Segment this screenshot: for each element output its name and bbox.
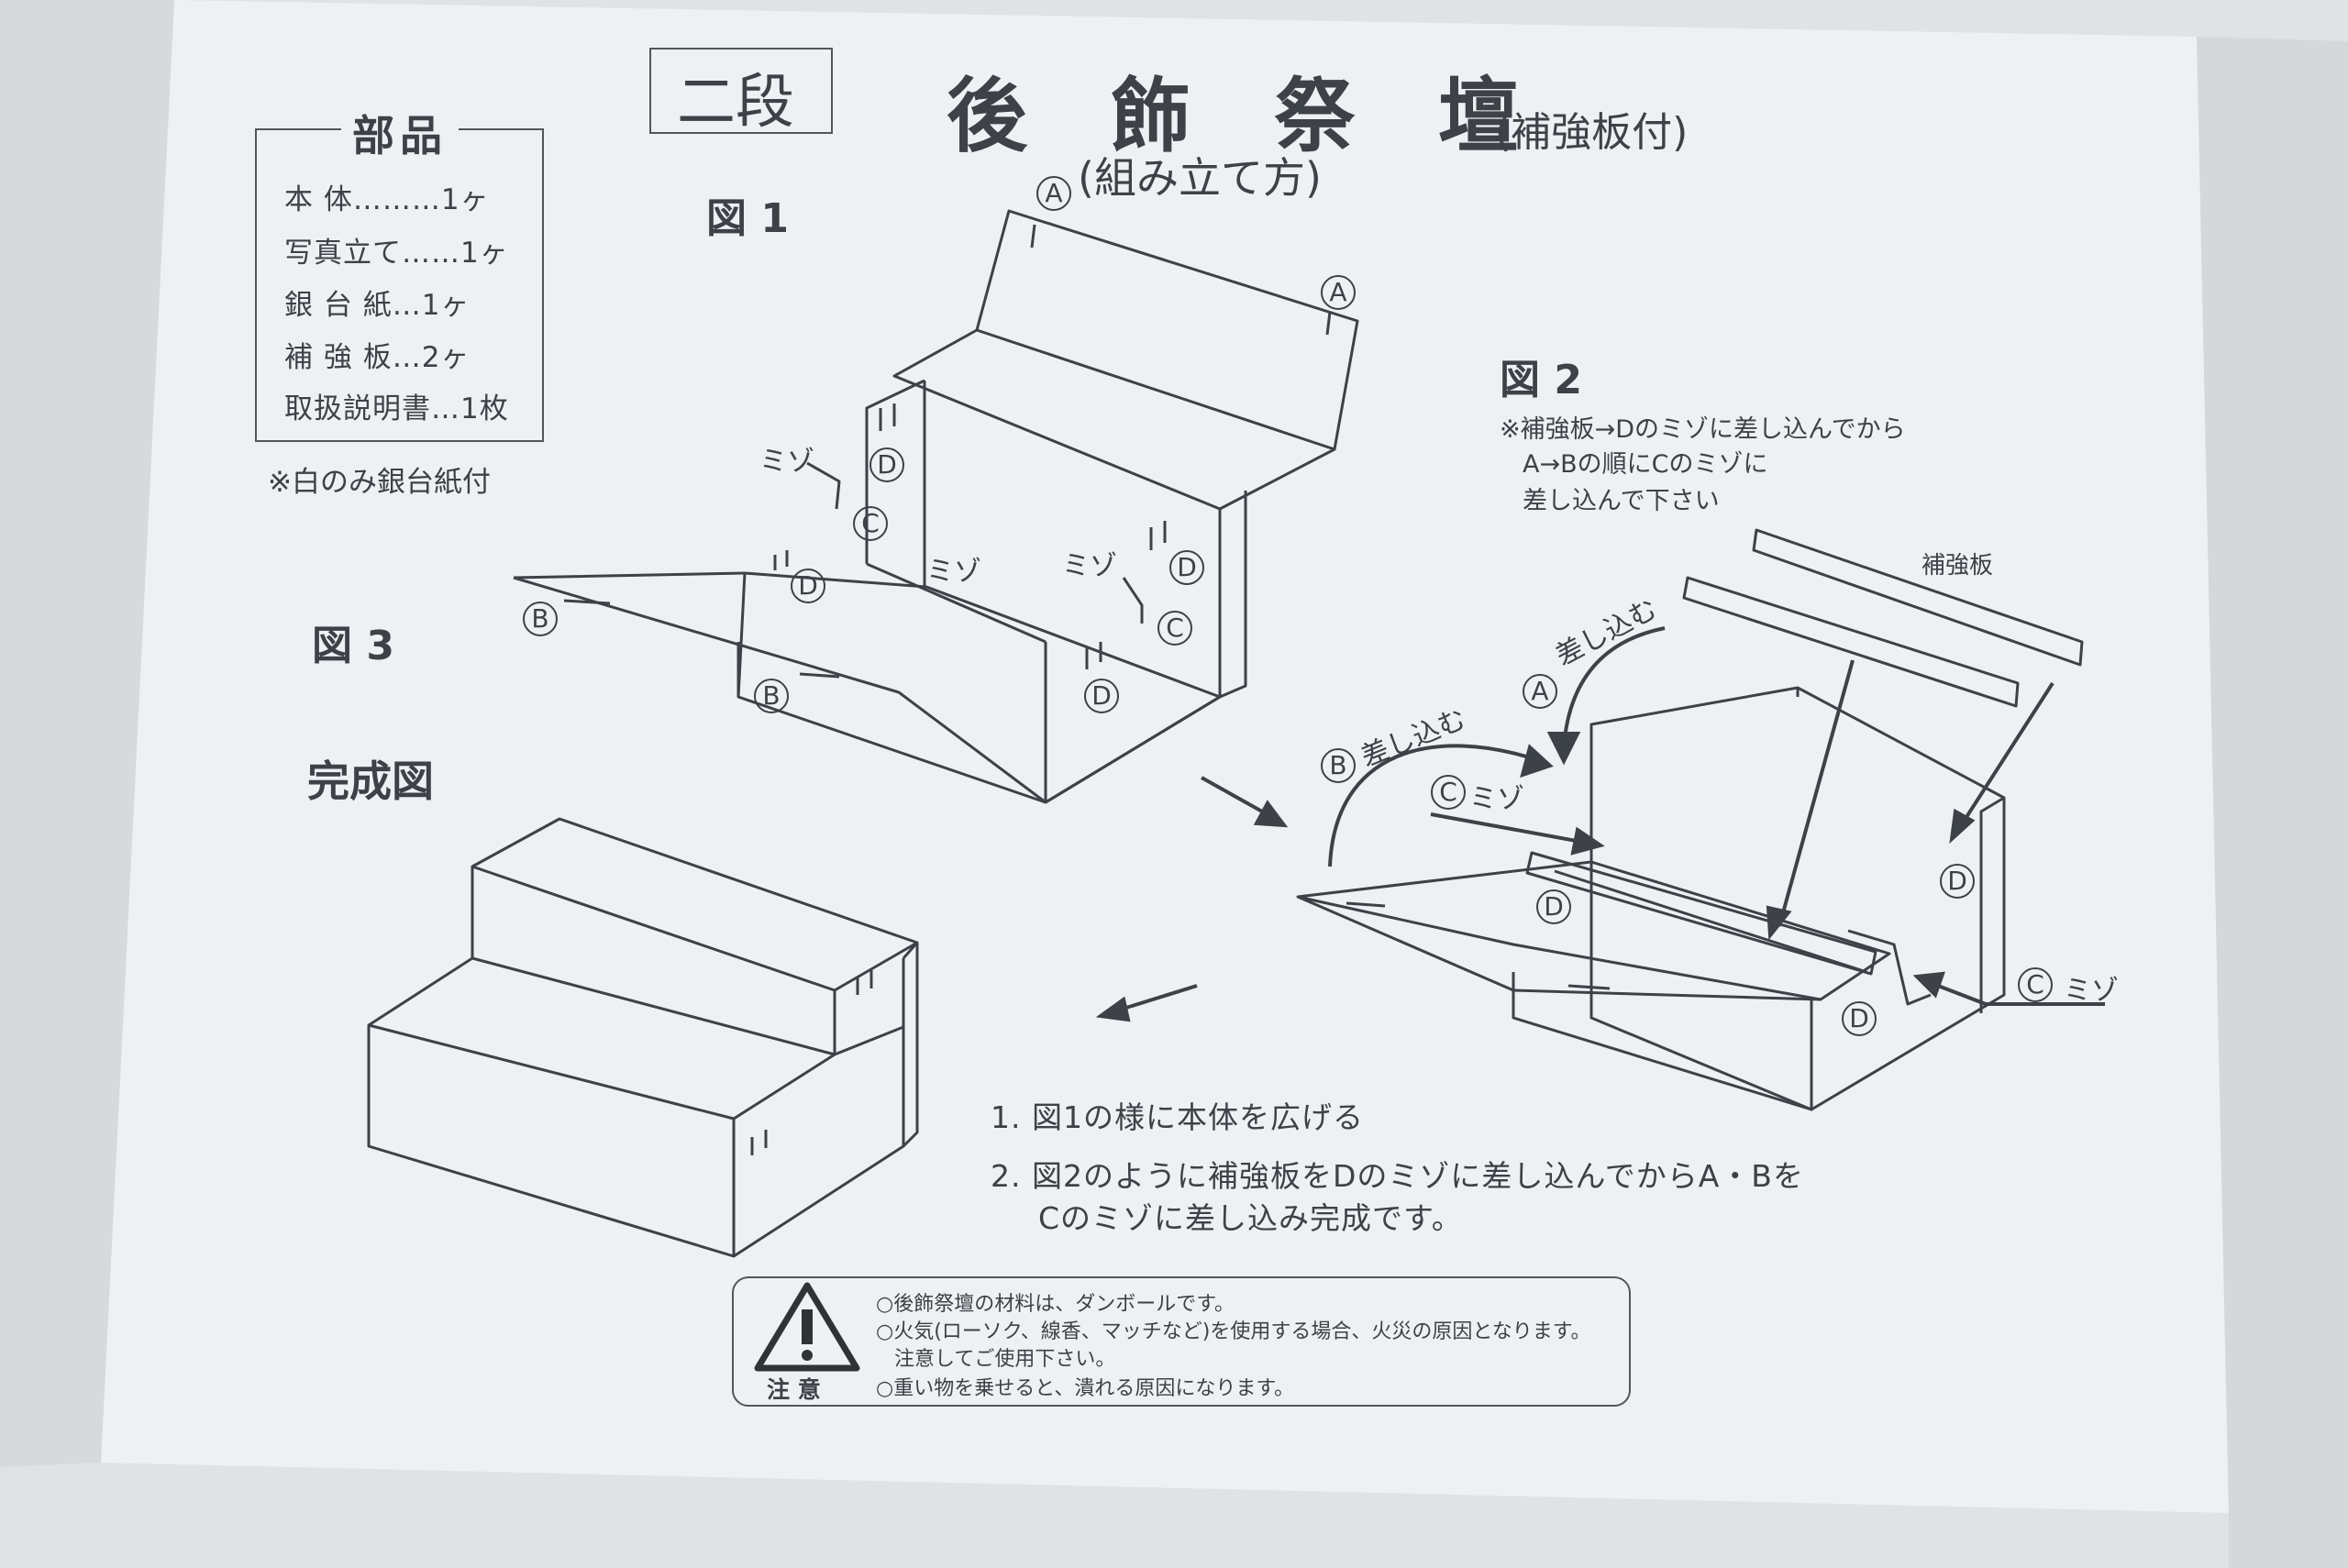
fig1-point-d: D <box>1084 679 1119 713</box>
figure-2-note: ※補強板→Dのミゾに差し込んでから <box>1500 415 1906 444</box>
title-suffix: (補強板付) <box>1495 109 1689 156</box>
fig1-point-b: B <box>523 602 558 636</box>
parts-heading: 部品 <box>341 103 459 163</box>
fig2-point-c: C <box>2018 967 2053 1002</box>
fig2-point-d: D <box>1842 1001 1877 1036</box>
fig1-groove-label: ミゾ <box>926 556 981 588</box>
fig2-groove-label: ミゾ <box>2064 975 2119 1007</box>
figure-3-label: 図 3 <box>312 623 394 669</box>
parts-item: 写真立て……1ヶ <box>284 237 509 270</box>
fig2-point-b: B <box>1321 748 1356 783</box>
page-title: 後 飾 祭 壇 <box>947 69 1546 163</box>
figure-2-note: 差し込んで下さい <box>1523 487 1720 515</box>
level-box <box>649 48 833 134</box>
fig2-point-d: D <box>1940 864 1975 899</box>
fig1-point-c: C <box>853 506 888 541</box>
parts-item: 銀 台 紙…1ヶ <box>284 289 471 322</box>
figure-2-note: A→Bの順にCのミゾに <box>1523 450 1768 479</box>
fig2-point-d: D <box>1536 889 1571 924</box>
caution-box <box>732 1276 1631 1407</box>
page-subtitle: (組み立て方) <box>1078 153 1322 203</box>
parts-note: ※白のみ銀台紙付 <box>268 466 491 499</box>
figure-1-label: 図 1 <box>706 195 789 242</box>
fig1-point-d: D <box>869 447 904 482</box>
complete-figure-label: 完成図 <box>307 756 434 806</box>
fig1-groove-label: ミゾ <box>759 446 814 478</box>
instruction-step-2-cont: Cのミゾに差し込み完成です。 <box>1038 1200 1463 1236</box>
instruction-step-2: 2. 図2のように補強板をDのミゾに差し込んでからA・Bを <box>991 1158 1804 1194</box>
fig2-board-label: 補強板 <box>1922 552 1994 580</box>
fig2-groove-label: ミゾ <box>1469 783 1524 815</box>
figure-2-label: 図 2 <box>1500 357 1582 403</box>
fig1-point-d: D <box>1169 550 1204 585</box>
fig2-point-a: A <box>1523 674 1557 709</box>
parts-item: 本 体………1ヶ <box>284 183 490 216</box>
parts-item: 補 強 板…2ヶ <box>284 341 471 374</box>
level-label: 二段 <box>677 69 794 137</box>
caution-item: ○後飾祭壇の材料は、ダンボールです。 <box>876 1293 1235 1316</box>
parts-item: 取扱説明書…1枚 <box>284 392 509 425</box>
instruction-step-1: 1. 図1の様に本体を広げる <box>991 1099 1364 1135</box>
caution-label: 注 意 <box>767 1376 821 1403</box>
fig1-point-d: D <box>791 569 825 603</box>
fig1-groove-label: ミゾ <box>1062 550 1117 582</box>
caution-item: ○火気(ローソク、線香、マッチなど)を使用する場合、火災の原因となります。 <box>876 1320 1591 1343</box>
fig1-point-c: C <box>1157 611 1192 646</box>
caution-item: 注意してご使用下さい。 <box>894 1348 1116 1371</box>
fig1-point-a: A <box>1036 176 1071 211</box>
warning-triangle-icon <box>754 1282 860 1372</box>
fig1-point-a: A <box>1321 275 1356 310</box>
fig1-point-b: B <box>754 679 789 713</box>
caution-item: ○重い物を乗せると、潰れる原因になります。 <box>876 1377 1295 1400</box>
fig2-point-c: C <box>1431 775 1466 810</box>
